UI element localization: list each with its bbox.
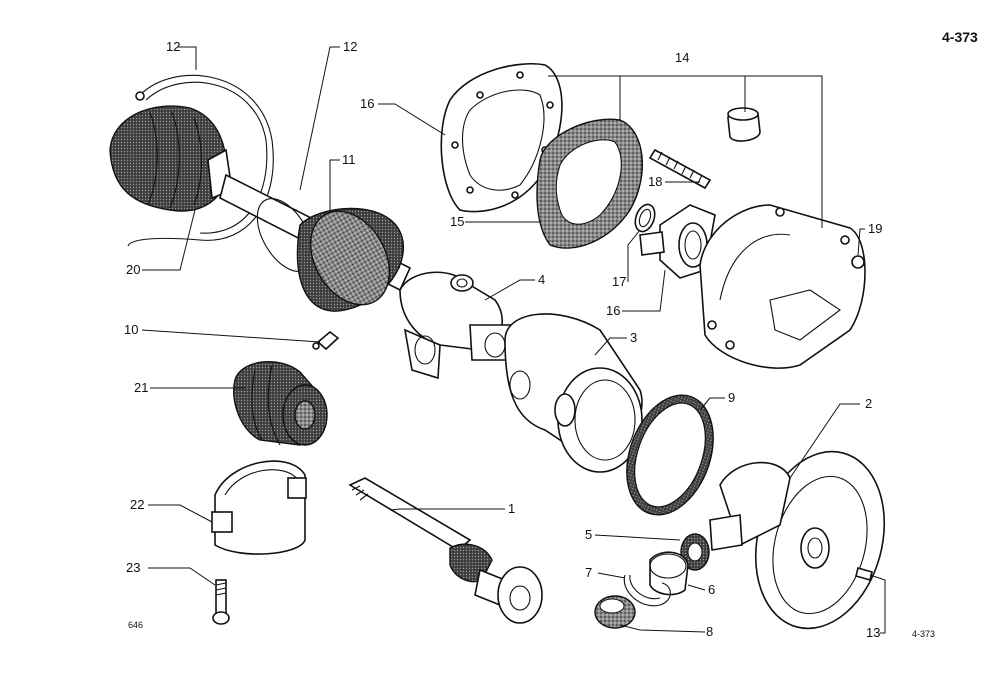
page-number: 4-373 (942, 29, 978, 45)
callout-12b: 12 (343, 39, 357, 54)
callout-12a: 12 (166, 39, 180, 54)
callout-8: 8 (706, 624, 713, 639)
gasket (536, 118, 643, 249)
boot-cone (296, 207, 404, 312)
callout-10: 10 (124, 322, 138, 337)
stud-bolt (648, 148, 712, 190)
rubber-bushing (233, 361, 328, 446)
shaft-seal (680, 533, 710, 571)
dust-cap (594, 595, 636, 629)
callout-18: 17 (612, 274, 626, 289)
callout-19: 18 (648, 174, 662, 189)
callout-4: 4 (538, 272, 545, 287)
callout-16: 16 (360, 96, 374, 111)
clamp-band-large (127, 75, 274, 247)
callout-20: 19 (868, 221, 882, 236)
callout-22: 21 (134, 380, 148, 395)
flange-drum (709, 450, 886, 630)
output-shaft (348, 477, 543, 624)
callout-9: 9 (728, 390, 735, 405)
callout-labels: 12 12 14 16 11 18 15 19 20 4 17 16 10 3 … (124, 39, 882, 640)
bushing-cap (727, 107, 761, 142)
set-screw (855, 567, 873, 581)
callout-14: 14 (675, 50, 689, 65)
callout-15: 15 (450, 214, 464, 229)
bearing-cap (649, 551, 689, 596)
callout-21: 20 (126, 262, 140, 277)
leader-lines (141, 46, 886, 634)
boot-outer (109, 105, 233, 212)
callout-24: 23 (126, 560, 140, 575)
callout-23: 22 (130, 497, 144, 512)
callout-5: 5 (585, 527, 592, 542)
callout-1: 1 (508, 501, 515, 516)
footer-right-code: 4-373 (912, 629, 935, 639)
small-ring (634, 203, 656, 233)
callout-13: 13 (866, 625, 880, 640)
callout-7: 7 (585, 565, 592, 580)
callout-17: 16 (606, 303, 620, 318)
callout-11: 11 (342, 152, 356, 167)
clamp-strap (211, 460, 307, 555)
callout-6: 6 (708, 582, 715, 597)
hex-bolt (212, 579, 230, 625)
grease-nipple (312, 330, 340, 351)
differential-housing (699, 204, 866, 369)
callout-2: 2 (865, 396, 872, 411)
seal-ring (626, 394, 714, 516)
outer-race-housing (504, 313, 643, 473)
spring-clip (623, 574, 671, 607)
footer-left-code: 646 (128, 620, 143, 630)
callout-3: 3 (630, 330, 637, 345)
